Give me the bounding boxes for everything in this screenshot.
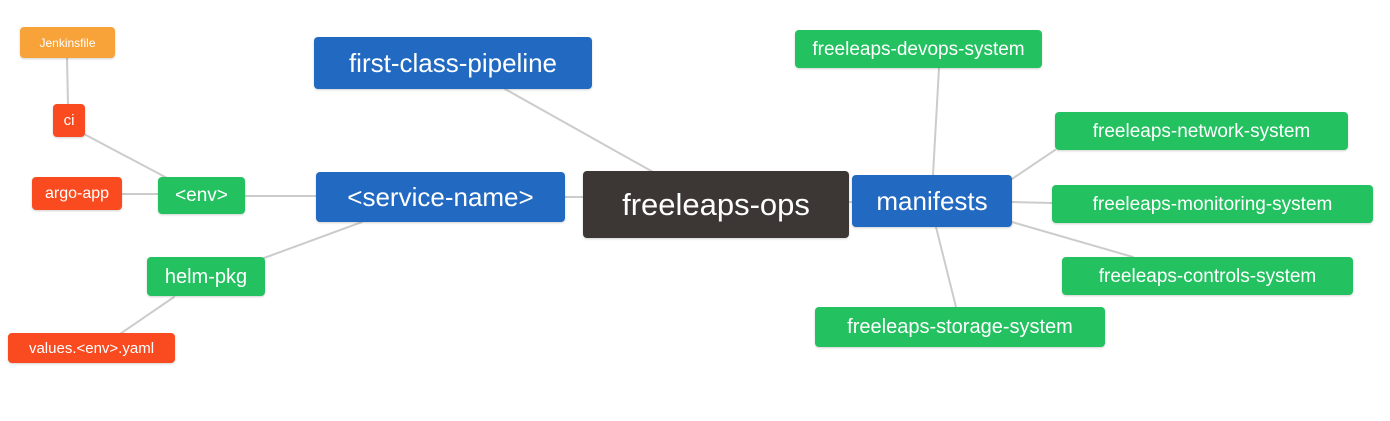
node-manifests[interactable]: manifests (852, 175, 1012, 227)
node-values-env-yaml-label: values.<env>.yaml (28, 339, 155, 357)
node-jenkinsfile[interactable]: Jenkinsfile (20, 27, 115, 58)
node-freeleaps-network-system-label: freeleaps-network-system (1092, 120, 1311, 142)
node-freeleaps-devops-system[interactable]: freeleaps-devops-system (795, 30, 1042, 68)
edge-manifests-storage-system (935, 226, 957, 308)
node-freeleaps-ops-label: freeleaps-ops (622, 187, 810, 222)
node-freeleaps-monitoring-system-label: freeleaps-monitoring-system (1092, 193, 1333, 215)
node-helm-pkg[interactable]: helm-pkg (147, 257, 265, 296)
edge-manifests-devops-system (932, 67, 940, 176)
node-freeleaps-monitoring-system[interactable]: freeleaps-monitoring-system (1052, 185, 1373, 223)
edge-values-helm-pkg (119, 296, 175, 335)
node-first-class-pipeline-label: first-class-pipeline (348, 48, 558, 78)
edge-manifests-network-system (1011, 149, 1056, 180)
edge-manifests-controls-system (1011, 221, 1134, 258)
node-freeleaps-storage-system-label: freeleaps-storage-system (847, 316, 1073, 338)
node-freeleaps-network-system[interactable]: freeleaps-network-system (1055, 112, 1348, 150)
node-service-name-label: <service-name> (347, 182, 534, 212)
node-freeleaps-controls-system-label: freeleaps-controls-system (1098, 265, 1317, 287)
edge-first-class-pipeline-freeleaps-ops (504, 88, 654, 173)
edge-ci-env (83, 133, 168, 179)
node-argo-app-label: argo-app (44, 184, 110, 202)
node-manifests-label: manifests (876, 186, 988, 216)
node-freeleaps-storage-system[interactable]: freeleaps-storage-system (815, 307, 1105, 347)
node-freeleaps-devops-system-label: freeleaps-devops-system (812, 38, 1025, 60)
node-ci[interactable]: ci (53, 104, 85, 137)
node-freeleaps-controls-system[interactable]: freeleaps-controls-system (1062, 257, 1353, 295)
node-freeleaps-ops[interactable]: freeleaps-ops (583, 171, 849, 238)
edge-jenkinsfile-ci (66, 57, 69, 105)
node-jenkinsfile-label: Jenkinsfile (39, 35, 96, 50)
node-argo-app[interactable]: argo-app (32, 177, 122, 210)
node-env[interactable]: <env> (158, 177, 245, 214)
node-values-env-yaml[interactable]: values.<env>.yaml (8, 333, 175, 363)
node-helm-pkg-label: helm-pkg (164, 265, 248, 288)
node-first-class-pipeline[interactable]: first-class-pipeline (314, 37, 592, 89)
edge-manifests-monitoring-system (1011, 201, 1053, 204)
node-env-label: <env> (175, 185, 228, 206)
node-ci-label: ci (63, 112, 75, 129)
edge-helm-pkg-service-name (263, 221, 363, 259)
node-service-name[interactable]: <service-name> (316, 172, 565, 222)
